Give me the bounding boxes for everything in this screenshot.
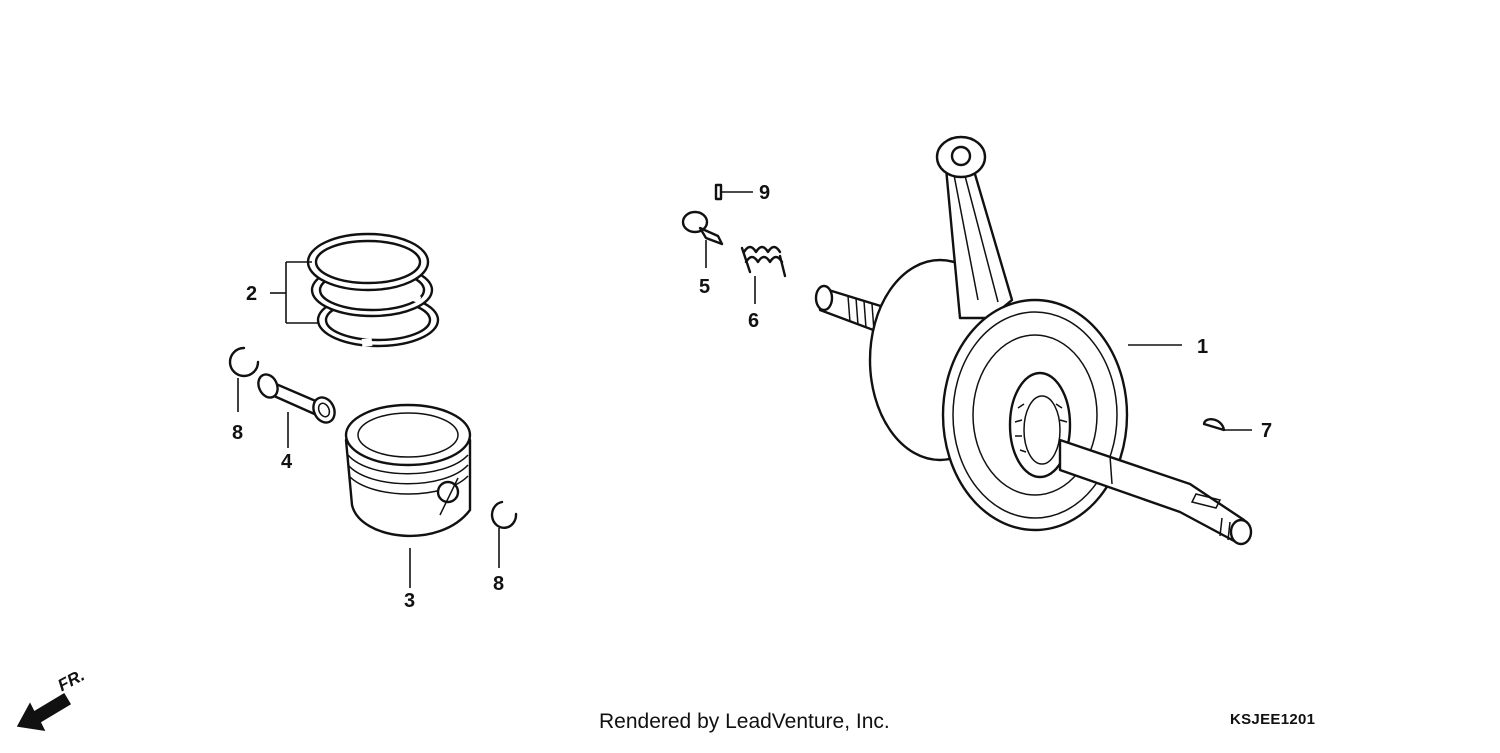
callout-6: 6 bbox=[748, 310, 760, 332]
callout-8-left: 8 bbox=[232, 422, 244, 444]
callout-7: 7 bbox=[1261, 420, 1273, 442]
callout-9: 9 bbox=[759, 182, 771, 204]
piston bbox=[344, 403, 472, 588]
callout-2: 2 bbox=[246, 283, 258, 305]
diagram-code: KSJEE1201 bbox=[1230, 711, 1316, 728]
woodruff-key-7 bbox=[1202, 418, 1252, 432]
crankshaft-assembly bbox=[814, 135, 1253, 546]
callout-5: 5 bbox=[699, 276, 711, 298]
ring-bracket bbox=[270, 261, 318, 324]
front-arrow-icon bbox=[16, 692, 72, 731]
callout-3: 3 bbox=[404, 590, 416, 612]
spring-6 bbox=[740, 245, 787, 304]
piston-pin-clip-left bbox=[228, 346, 260, 412]
piston-pin bbox=[257, 373, 336, 448]
callout-8-right: 8 bbox=[493, 573, 505, 595]
bolt-5 bbox=[681, 210, 724, 268]
render-credit: Rendered by LeadVenture, Inc. bbox=[599, 710, 890, 733]
piston-pin-clip-right bbox=[490, 500, 518, 568]
pin-9 bbox=[714, 183, 753, 201]
piston-rings bbox=[306, 232, 440, 348]
callout-1: 1 bbox=[1197, 336, 1209, 358]
callout-4: 4 bbox=[281, 451, 293, 473]
